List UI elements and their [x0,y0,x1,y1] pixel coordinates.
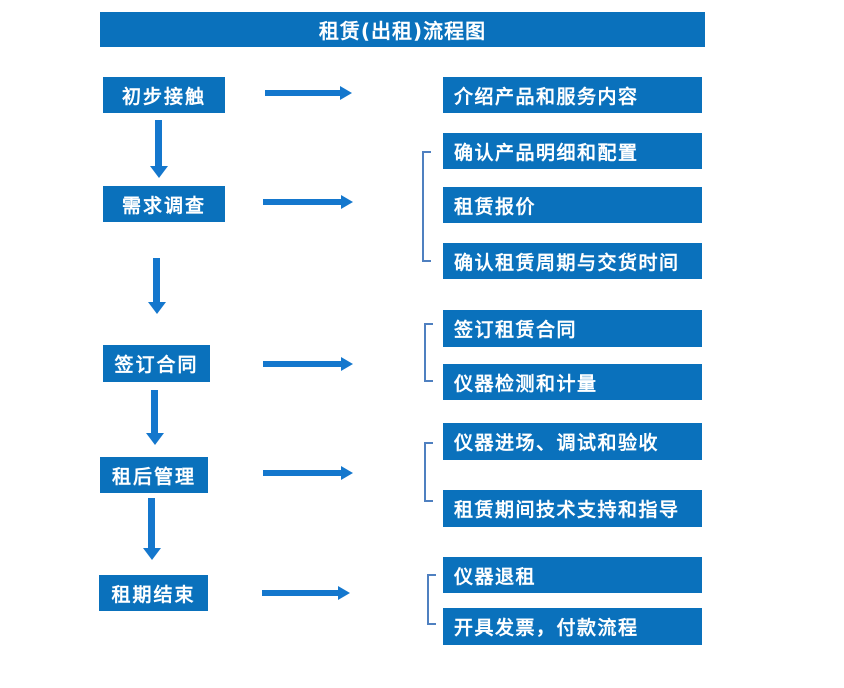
group-bracket [424,323,433,382]
right-arrow-icon [263,357,353,371]
step-box-rental-end: 租期结束 [99,575,208,611]
down-arrow-icon [143,498,161,560]
down-arrow-icon [148,258,166,314]
right-arrow-icon [262,586,350,600]
group-bracket [422,151,431,262]
right-arrow-icon [263,466,353,480]
group-bracket [427,574,436,625]
detail-box-instrument-return: 仪器退租 [443,557,702,593]
step-box-sign-contract: 签订合同 [103,345,210,382]
step-box-demand-survey: 需求调查 [103,186,225,222]
right-arrow-icon [265,86,352,100]
detail-box-introduce-products: 介绍产品和服务内容 [443,77,702,113]
detail-box-rental-quote: 租赁报价 [443,187,702,223]
down-arrow-icon [146,390,164,445]
detail-box-confirm-period-delivery: 确认租赁周期与交货时间 [443,243,702,279]
detail-box-instrument-setup-acceptance: 仪器进场、调试和验收 [443,423,702,460]
group-bracket [424,442,433,502]
detail-box-invoice-payment: 开具发票，付款流程 [443,608,702,645]
detail-box-tech-support: 租赁期间技术支持和指导 [443,490,702,527]
detail-box-instrument-testing: 仪器检测和计量 [443,364,702,400]
right-arrow-icon [263,195,353,209]
detail-box-sign-rental-contract: 签订租赁合同 [443,310,702,347]
flowchart-title: 租赁(出租)流程图 [100,12,705,47]
detail-box-confirm-product-config: 确认产品明细和配置 [443,133,702,169]
step-box-initial-contact: 初步接触 [103,77,225,113]
step-box-post-rental-management: 租后管理 [100,457,208,493]
down-arrow-icon [150,120,168,178]
